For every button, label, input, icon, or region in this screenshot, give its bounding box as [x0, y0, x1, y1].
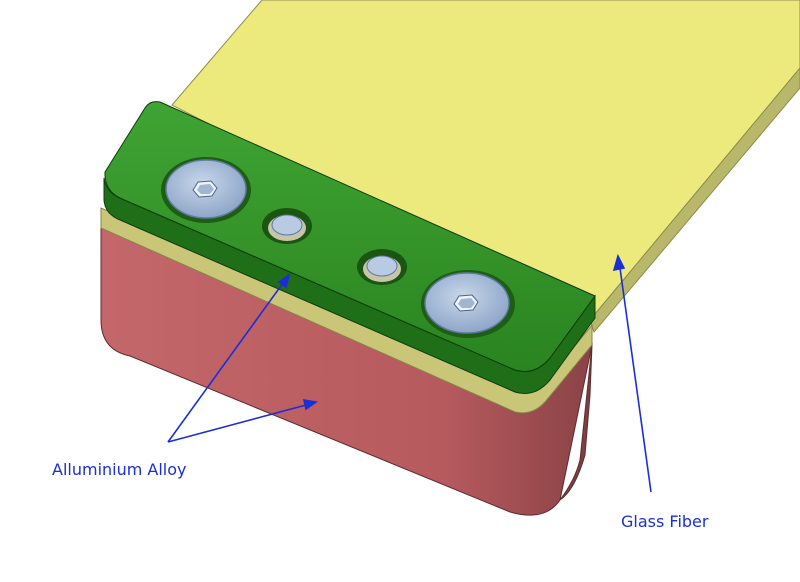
glass-fiber-callout-arrow [612, 253, 652, 493]
countersink-hole-icon [262, 208, 312, 244]
aluminium-bottom-block-side [559, 344, 593, 501]
hex-socket-bolt-icon [421, 270, 515, 338]
countersink-hole-icon [357, 249, 407, 285]
glass-fiber-label: Glass Fiber [621, 512, 709, 531]
aluminium-callout-arrows [167, 273, 319, 443]
glass-fiber-plate-edge [589, 67, 800, 334]
aluminium-alloy-label: Alluminium Alloy [52, 460, 187, 479]
hex-socket-bolt-icon [161, 157, 251, 223]
